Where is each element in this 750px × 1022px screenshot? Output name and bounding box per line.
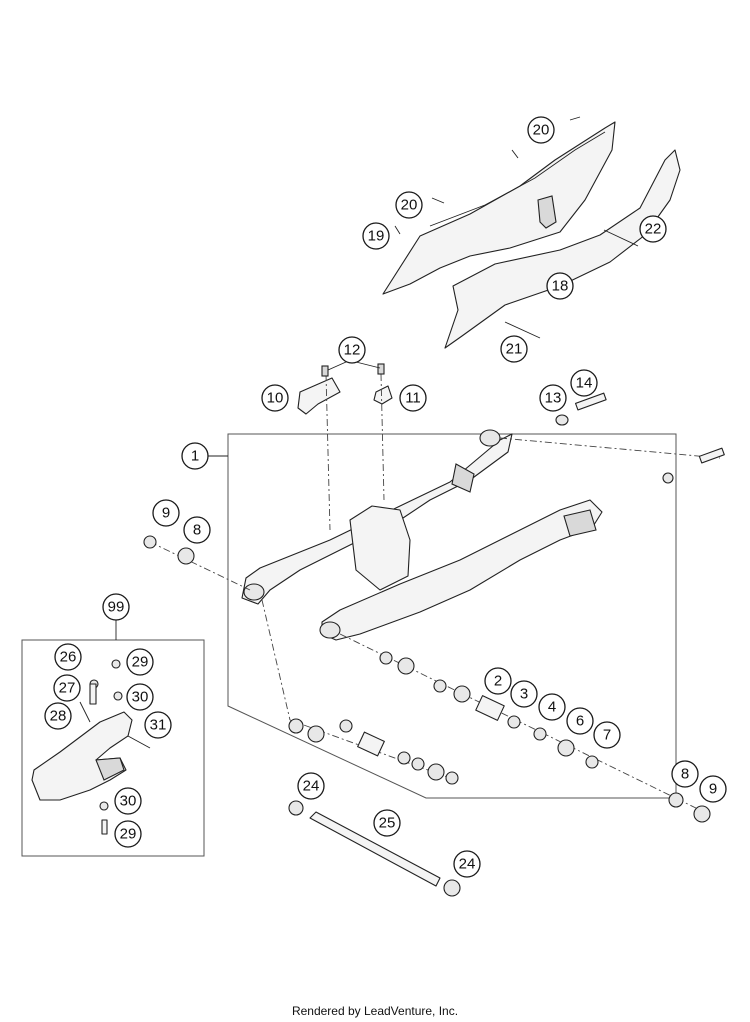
- chain-guide-clips: [297, 363, 393, 531]
- svg-text:2: 2: [494, 673, 502, 690]
- callout-1: 1: [181, 442, 209, 470]
- callout-22: 22: [639, 215, 667, 243]
- callout-29-lower: 29: [114, 820, 142, 848]
- callout-30-upper: 30: [126, 683, 154, 711]
- svg-text:7: 7: [603, 727, 611, 744]
- chain-guard: [382, 121, 681, 349]
- chain-guide: [31, 659, 151, 835]
- callout-21: 21: [500, 335, 528, 363]
- callout-13: 13: [539, 384, 567, 412]
- svg-text:13: 13: [545, 390, 562, 407]
- callout-14: 14: [570, 369, 598, 397]
- svg-text:22: 22: [645, 221, 662, 238]
- callout-31: 31: [144, 711, 172, 739]
- svg-text:30: 30: [120, 793, 137, 810]
- callout-9-right: 9: [699, 775, 727, 803]
- callout-24-lower: 24: [453, 850, 481, 878]
- callout-8-right: 8: [671, 760, 699, 788]
- callout-leaders: [115, 361, 381, 640]
- svg-text:30: 30: [132, 689, 149, 706]
- callout-19: 19: [362, 222, 390, 250]
- pivot-bushings: [143, 392, 725, 823]
- svg-text:14: 14: [576, 375, 593, 392]
- svg-text:20: 20: [533, 122, 550, 139]
- callout-30-lower: 30: [114, 787, 142, 815]
- chain-guide-kit-frame: [21, 639, 205, 857]
- svg-text:8: 8: [681, 766, 689, 783]
- svg-text:12: 12: [344, 342, 361, 359]
- callout-99: 99: [102, 593, 130, 621]
- callout-10: 10: [261, 384, 289, 412]
- callout-3: 3: [510, 680, 538, 708]
- callout-12: 12: [338, 336, 366, 364]
- footer-credit: Rendered by LeadVenture, Inc.: [291, 1004, 459, 1018]
- svg-text:3: 3: [520, 686, 528, 703]
- callout-25: 25: [373, 809, 401, 837]
- callout-20-upper: 20: [527, 116, 555, 144]
- svg-text:24: 24: [459, 856, 476, 873]
- svg-text:24: 24: [303, 778, 320, 795]
- svg-text:31: 31: [150, 717, 167, 734]
- svg-text:20: 20: [401, 197, 418, 214]
- callout-2: 2: [484, 667, 512, 695]
- svg-text:19: 19: [368, 228, 385, 245]
- callout-4: 4: [538, 693, 566, 721]
- svg-text:4: 4: [548, 699, 556, 716]
- svg-text:29: 29: [132, 654, 149, 671]
- svg-text:9: 9: [709, 781, 717, 798]
- callout-8-left: 8: [183, 516, 211, 544]
- svg-text:26: 26: [60, 649, 77, 666]
- swingarm: [241, 429, 603, 641]
- callout-20-lower: 20: [395, 191, 423, 219]
- svg-text:8: 8: [193, 522, 201, 539]
- svg-text:11: 11: [405, 390, 421, 407]
- callout-7: 7: [593, 721, 621, 749]
- callout-6: 6: [566, 707, 594, 735]
- svg-text:21: 21: [506, 341, 523, 358]
- svg-text:99: 99: [108, 599, 125, 616]
- svg-text:29: 29: [120, 826, 137, 843]
- svg-text:10: 10: [267, 390, 284, 407]
- callout-24-upper: 24: [297, 772, 325, 800]
- chain-guard-screws: [394, 116, 639, 339]
- svg-text:18: 18: [552, 278, 569, 295]
- pivot-axle: [288, 800, 461, 897]
- callout-26: 26: [54, 643, 82, 671]
- callout-29-upper: 29: [126, 648, 154, 676]
- svg-text:9: 9: [162, 505, 170, 522]
- callout-11: 11: [399, 384, 427, 412]
- svg-text:27: 27: [59, 680, 76, 697]
- svg-text:28: 28: [50, 708, 67, 725]
- svg-text:1: 1: [191, 448, 199, 465]
- svg-text:6: 6: [576, 713, 584, 730]
- callout-18: 18: [546, 272, 574, 300]
- callout-28: 28: [44, 702, 72, 730]
- callout-27: 27: [53, 674, 81, 702]
- callout-9-left: 9: [152, 499, 180, 527]
- svg-text:25: 25: [379, 815, 396, 832]
- swingarm-assembly-frame: [227, 433, 677, 799]
